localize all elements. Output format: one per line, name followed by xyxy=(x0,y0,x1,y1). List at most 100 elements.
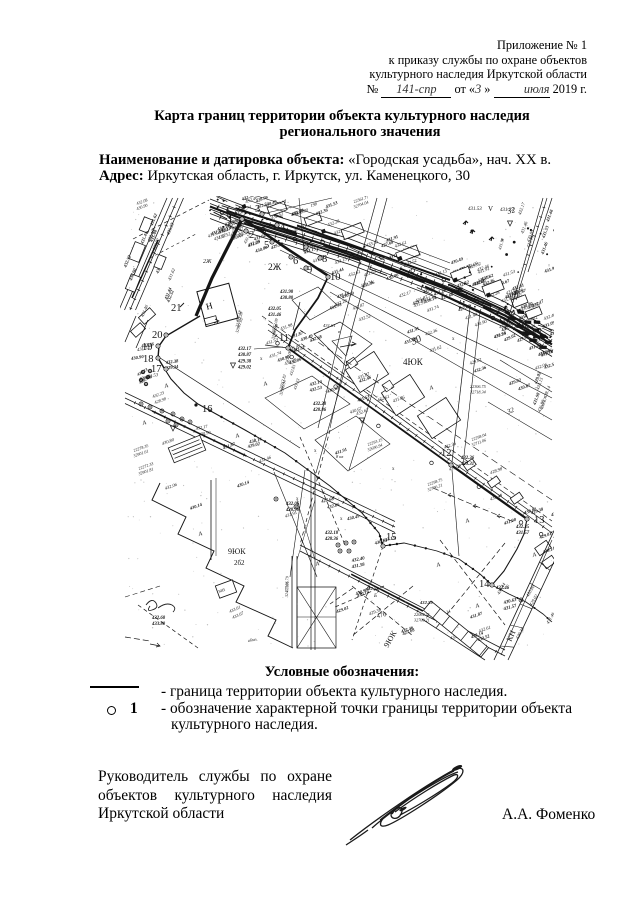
svg-text:432.46: 432.46 xyxy=(543,312,554,321)
svg-text:432.53: 432.53 xyxy=(308,384,323,393)
svg-text:431.62: 431.62 xyxy=(207,229,221,238)
svg-text:429.02: 429.02 xyxy=(528,593,539,607)
svg-text:431.53: 431.53 xyxy=(324,200,339,210)
svg-text:428.86: 428.86 xyxy=(312,408,327,413)
svg-text:431.44: 431.44 xyxy=(163,286,173,301)
svg-text:13: 13 xyxy=(534,515,545,526)
svg-text:22361.77: 22361.77 xyxy=(353,196,370,204)
svg-text:427.68: 427.68 xyxy=(456,303,471,313)
svg-text:431.98: 431.98 xyxy=(531,391,541,406)
svg-text:432.36: 432.36 xyxy=(481,277,496,287)
svg-text:431.62: 431.62 xyxy=(252,232,267,242)
svg-text:431.87: 431.87 xyxy=(213,232,227,241)
svg-text:431.74: 431.74 xyxy=(539,349,554,359)
svg-text:432.28: 432.28 xyxy=(432,287,447,297)
svg-text:433.80: 433.80 xyxy=(151,622,166,627)
svg-text:432.36: 432.36 xyxy=(424,327,438,336)
svg-text:х: х xyxy=(314,449,317,454)
svg-text:432.46: 432.46 xyxy=(146,228,156,243)
svg-text:430.14: 430.14 xyxy=(216,223,231,233)
svg-text:438.14: 438.14 xyxy=(542,385,551,399)
svg-text:432.06: 432.06 xyxy=(285,502,300,507)
svg-text:3: 3 xyxy=(255,204,260,215)
svg-text:18: 18 xyxy=(143,354,154,365)
svg-text:32901.61: 32901.61 xyxy=(133,448,149,458)
svg-text:430.80: 430.80 xyxy=(525,584,536,598)
svg-text:431.62: 431.62 xyxy=(505,286,519,295)
svg-text:431.98: 431.98 xyxy=(537,399,546,413)
svg-text:428.50: 428.50 xyxy=(137,374,151,385)
svg-text:431.98: 431.98 xyxy=(290,207,305,217)
svg-text:427.68: 427.68 xyxy=(320,496,335,504)
svg-text:2Ж: 2Ж xyxy=(203,259,212,265)
svg-text:429.02: 429.02 xyxy=(538,531,553,541)
svg-text:431.74: 431.74 xyxy=(360,279,374,288)
svg-text:431.87: 431.87 xyxy=(415,294,429,303)
svg-text:432.14: 432.14 xyxy=(308,379,323,388)
svg-text:432.17: 432.17 xyxy=(217,226,232,236)
svg-text:431.09: 431.09 xyxy=(477,274,491,283)
svg-text:430.14: 430.14 xyxy=(235,479,250,489)
svg-text:9ЮК: 9ЮК xyxy=(228,547,246,556)
svg-text:431.53: 431.53 xyxy=(356,394,371,404)
svg-text:МН: МН xyxy=(218,587,226,594)
svg-text:431.98: 431.98 xyxy=(280,322,294,331)
svg-text:429.34: 429.34 xyxy=(164,364,179,371)
svg-text:432.28: 432.28 xyxy=(247,238,261,247)
svg-text:431.57: 431.57 xyxy=(502,604,518,613)
svg-text:431.44: 431.44 xyxy=(527,342,542,352)
svg-text:431.86: 431.86 xyxy=(361,279,376,289)
svg-text:431.87: 431.87 xyxy=(512,287,527,297)
svg-text:432.06: 432.06 xyxy=(284,349,293,362)
svg-text:х: х xyxy=(340,517,343,522)
svg-text:А: А xyxy=(234,433,240,440)
svg-text:432.06: 432.06 xyxy=(385,272,400,282)
svg-text:432.36: 432.36 xyxy=(460,456,475,461)
svg-text:Б: Б xyxy=(373,594,377,599)
svg-text:432.18: 432.18 xyxy=(324,531,339,536)
svg-text:432.46: 432.46 xyxy=(357,374,372,384)
svg-text:432.17: 432.17 xyxy=(289,208,304,218)
svg-text:431.46: 431.46 xyxy=(258,454,272,463)
svg-text:32700.21: 32700.21 xyxy=(414,617,430,622)
svg-text:432.61: 432.61 xyxy=(288,364,296,376)
svg-text:432.52: 432.52 xyxy=(470,278,485,288)
svg-text:430.14: 430.14 xyxy=(188,502,203,512)
svg-text:431.53: 431.53 xyxy=(502,268,516,277)
svg-text:431.09: 431.09 xyxy=(541,320,554,330)
svg-text:431.53: 431.53 xyxy=(363,268,377,277)
svg-text:431.57: 431.57 xyxy=(515,531,530,536)
svg-text:429.02: 429.02 xyxy=(525,314,539,323)
svg-text:431.74: 431.74 xyxy=(426,304,440,313)
svg-text:8 кв: 8 кв xyxy=(336,454,343,459)
svg-text:32711.06: 32711.06 xyxy=(471,437,488,447)
svg-text:32796.21: 32796.21 xyxy=(427,482,443,492)
svg-text:428.98: 428.98 xyxy=(285,508,300,513)
svg-text:431.91: 431.91 xyxy=(536,348,551,357)
svg-text:431.53: 431.53 xyxy=(505,289,520,300)
svg-text:431.44: 431.44 xyxy=(489,492,503,501)
svg-text:432.17: 432.17 xyxy=(195,423,209,431)
svg-text:429.02: 429.02 xyxy=(515,333,530,344)
svg-text:432.52: 432.52 xyxy=(270,211,284,220)
svg-text:431.91: 431.91 xyxy=(387,251,402,260)
svg-text:17: 17 xyxy=(151,364,162,375)
svg-text:430.87: 430.87 xyxy=(237,353,252,358)
svg-text:432.46: 432.46 xyxy=(423,293,437,302)
svg-text:427.68: 427.68 xyxy=(552,530,554,540)
svg-text:430.80: 430.80 xyxy=(509,292,523,301)
svg-text:12: 12 xyxy=(441,448,452,459)
svg-text:431.74: 431.74 xyxy=(302,238,315,247)
svg-text:427.68: 427.68 xyxy=(439,291,454,301)
svg-text:432.06: 432.06 xyxy=(534,362,548,371)
svg-text:431.46: 431.46 xyxy=(140,304,150,318)
svg-text:А: А xyxy=(141,420,147,427)
svg-text:22317.82: 22317.82 xyxy=(278,374,287,390)
svg-text:14: 14 xyxy=(479,579,490,590)
svg-text:432.23: 432.23 xyxy=(152,390,166,399)
svg-text:4ЮК: 4ЮК xyxy=(403,357,424,367)
svg-text:432.28: 432.28 xyxy=(487,289,501,298)
svg-text:432.61: 432.61 xyxy=(377,394,391,403)
svg-text:438.14: 438.14 xyxy=(423,295,438,305)
svg-text:431.74: 431.74 xyxy=(227,218,242,228)
